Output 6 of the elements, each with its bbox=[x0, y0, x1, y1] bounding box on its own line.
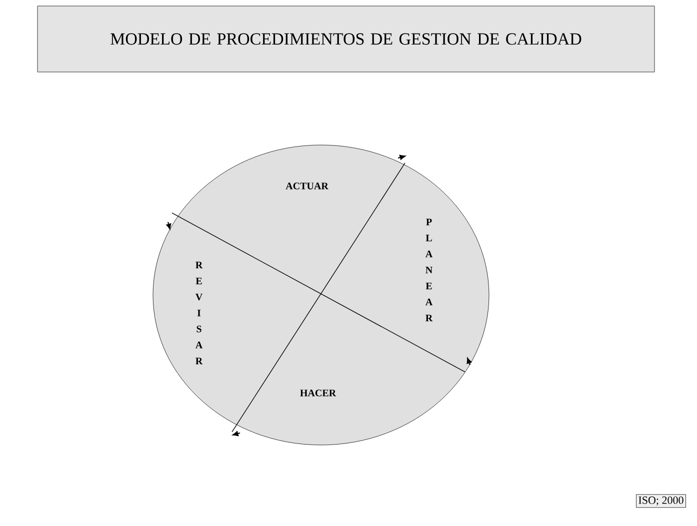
quadrant-label: PLANEAR bbox=[425, 218, 433, 322]
title-box: MODELO DE PROCEDIMIENTOS DE GESTION DE CALIDAD bbox=[37, 6, 655, 72]
quadrant-label: REVISAR bbox=[195, 262, 203, 364]
quadrant-label: ACTUAR bbox=[286, 182, 328, 190]
source-box: ISO; 2000 bbox=[636, 494, 686, 508]
quadrant-label: HACER bbox=[300, 390, 336, 396]
